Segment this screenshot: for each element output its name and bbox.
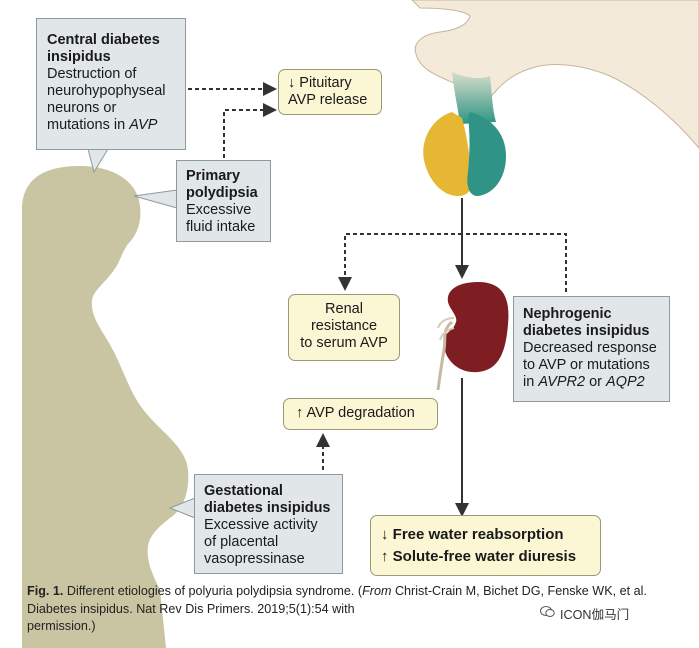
avp-degradation-box: ↑ AVP degradation xyxy=(283,398,438,430)
primary-polydipsia-body-line: fluid intake xyxy=(186,219,256,235)
gestational-di-title: diabetes insipidus xyxy=(204,500,331,516)
nephrogenic-to-branch-line xyxy=(462,233,567,292)
renal-effect-line: Renal xyxy=(325,301,363,317)
outcome-box: ↓ Free water reabsorption ↑ Solute-free … xyxy=(370,515,601,576)
central-di-body-text: mutations in xyxy=(47,117,130,133)
gestational-di-body-line: Excessive activity xyxy=(204,517,318,533)
caption-from: From xyxy=(362,584,392,598)
gestational-di-title: Gestational xyxy=(204,483,283,499)
kidney-shape xyxy=(443,282,509,373)
pituitary-avp-release-box: ↓ Pituitary AVP release xyxy=(278,69,382,115)
central-di-body-line: neurohypophyseal xyxy=(47,83,166,99)
renal-effect-line: resistance xyxy=(310,318,378,334)
central-di-bubble-tail xyxy=(87,148,109,174)
renal-effect-line: to serum AVP xyxy=(300,335,388,351)
nephrogenic-diabetes-insipidus-box: Nephrogenic diabetes insipidus Decreased… xyxy=(513,296,670,402)
gestational-diabetes-insipidus-box: Gestational diabetes insipidus Excessive… xyxy=(194,474,343,574)
renal-vessels xyxy=(437,317,455,341)
primary-polydipsia-title: polydipsia xyxy=(186,185,258,201)
renal-resistance-box: Renal resistance to serum AVP xyxy=(288,294,400,361)
pituitary-effect-line: ↓ Pituitary xyxy=(288,75,352,91)
central-di-title: Central diabetes insipidus xyxy=(47,32,160,65)
figure-caption: Fig. 1. Different etiologies of polyuria… xyxy=(27,583,677,636)
nephrogenic-di-body-line: in AVPR2 or AQP2 xyxy=(523,374,669,391)
primary-polydipsia-title: Primary xyxy=(186,168,241,184)
posterior-pituitary-lobe xyxy=(467,112,506,196)
pregnant-woman-silhouette xyxy=(22,166,189,648)
figure-label: Fig. 1. xyxy=(27,584,64,598)
outcome-line: ↓ Free water reabsorption xyxy=(381,526,564,543)
gestational-bubble-tail xyxy=(168,497,196,519)
primary-polydipsia-box: Primary polydipsia Excessive fluid intak… xyxy=(176,160,271,242)
pituitary-effect-line: AVP release xyxy=(288,92,368,108)
caption-text: Different etiologies of polyuria polydip… xyxy=(63,584,363,598)
primary-polydipsia-body-line: Excessive xyxy=(186,202,252,218)
wechat-logo-icon xyxy=(540,606,555,617)
central-diabetes-insipidus-box: Central diabetes insipidus Destruction o… xyxy=(36,18,186,150)
nephrogenic-di-title: diabetes insipidus xyxy=(523,323,650,339)
polydipsia-to-pituitary-arrow xyxy=(223,103,277,158)
pituitary-stalk xyxy=(452,72,496,124)
nephrogenic-di-body-line: Decreased response xyxy=(523,340,657,356)
ureter-shape xyxy=(436,320,454,391)
nephrogenic-di-body-text: or xyxy=(585,374,607,390)
caption-text: permission.) xyxy=(27,619,96,633)
central-di-body-line: Destruction of xyxy=(47,66,137,82)
avpr2-gene-name: AVPR2 xyxy=(538,374,586,390)
dashed-branch-to-renal xyxy=(338,233,462,291)
outcome-line: ↑ Solute-free water diuresis xyxy=(381,548,577,565)
watermark-text: ICON伽马门 xyxy=(558,604,632,623)
nephrogenic-di-body-text: in xyxy=(523,374,539,390)
nephrogenic-di-title: Nephrogenic xyxy=(523,306,612,322)
central-di-body-line: neurons or xyxy=(47,100,117,116)
central-di-body-line: mutations in AVP xyxy=(47,117,185,134)
polydipsia-bubble-tail xyxy=(133,189,178,209)
anterior-pituitary-lobe xyxy=(423,112,473,196)
degradation-effect-text: ↑ AVP degradation xyxy=(296,405,415,421)
aqp2-gene-name: AQP2 xyxy=(606,374,645,390)
gestational-di-body-line: of placental xyxy=(204,534,279,550)
caption-text: Christ-Crain M, Bichet DG, Fenske WK, et… xyxy=(27,584,647,616)
avp-gene-name: AVP xyxy=(129,117,158,133)
nephrogenic-di-body-line: to AVP or mutations xyxy=(523,357,650,373)
gestational-di-body-line: vasopressinase xyxy=(204,551,305,567)
